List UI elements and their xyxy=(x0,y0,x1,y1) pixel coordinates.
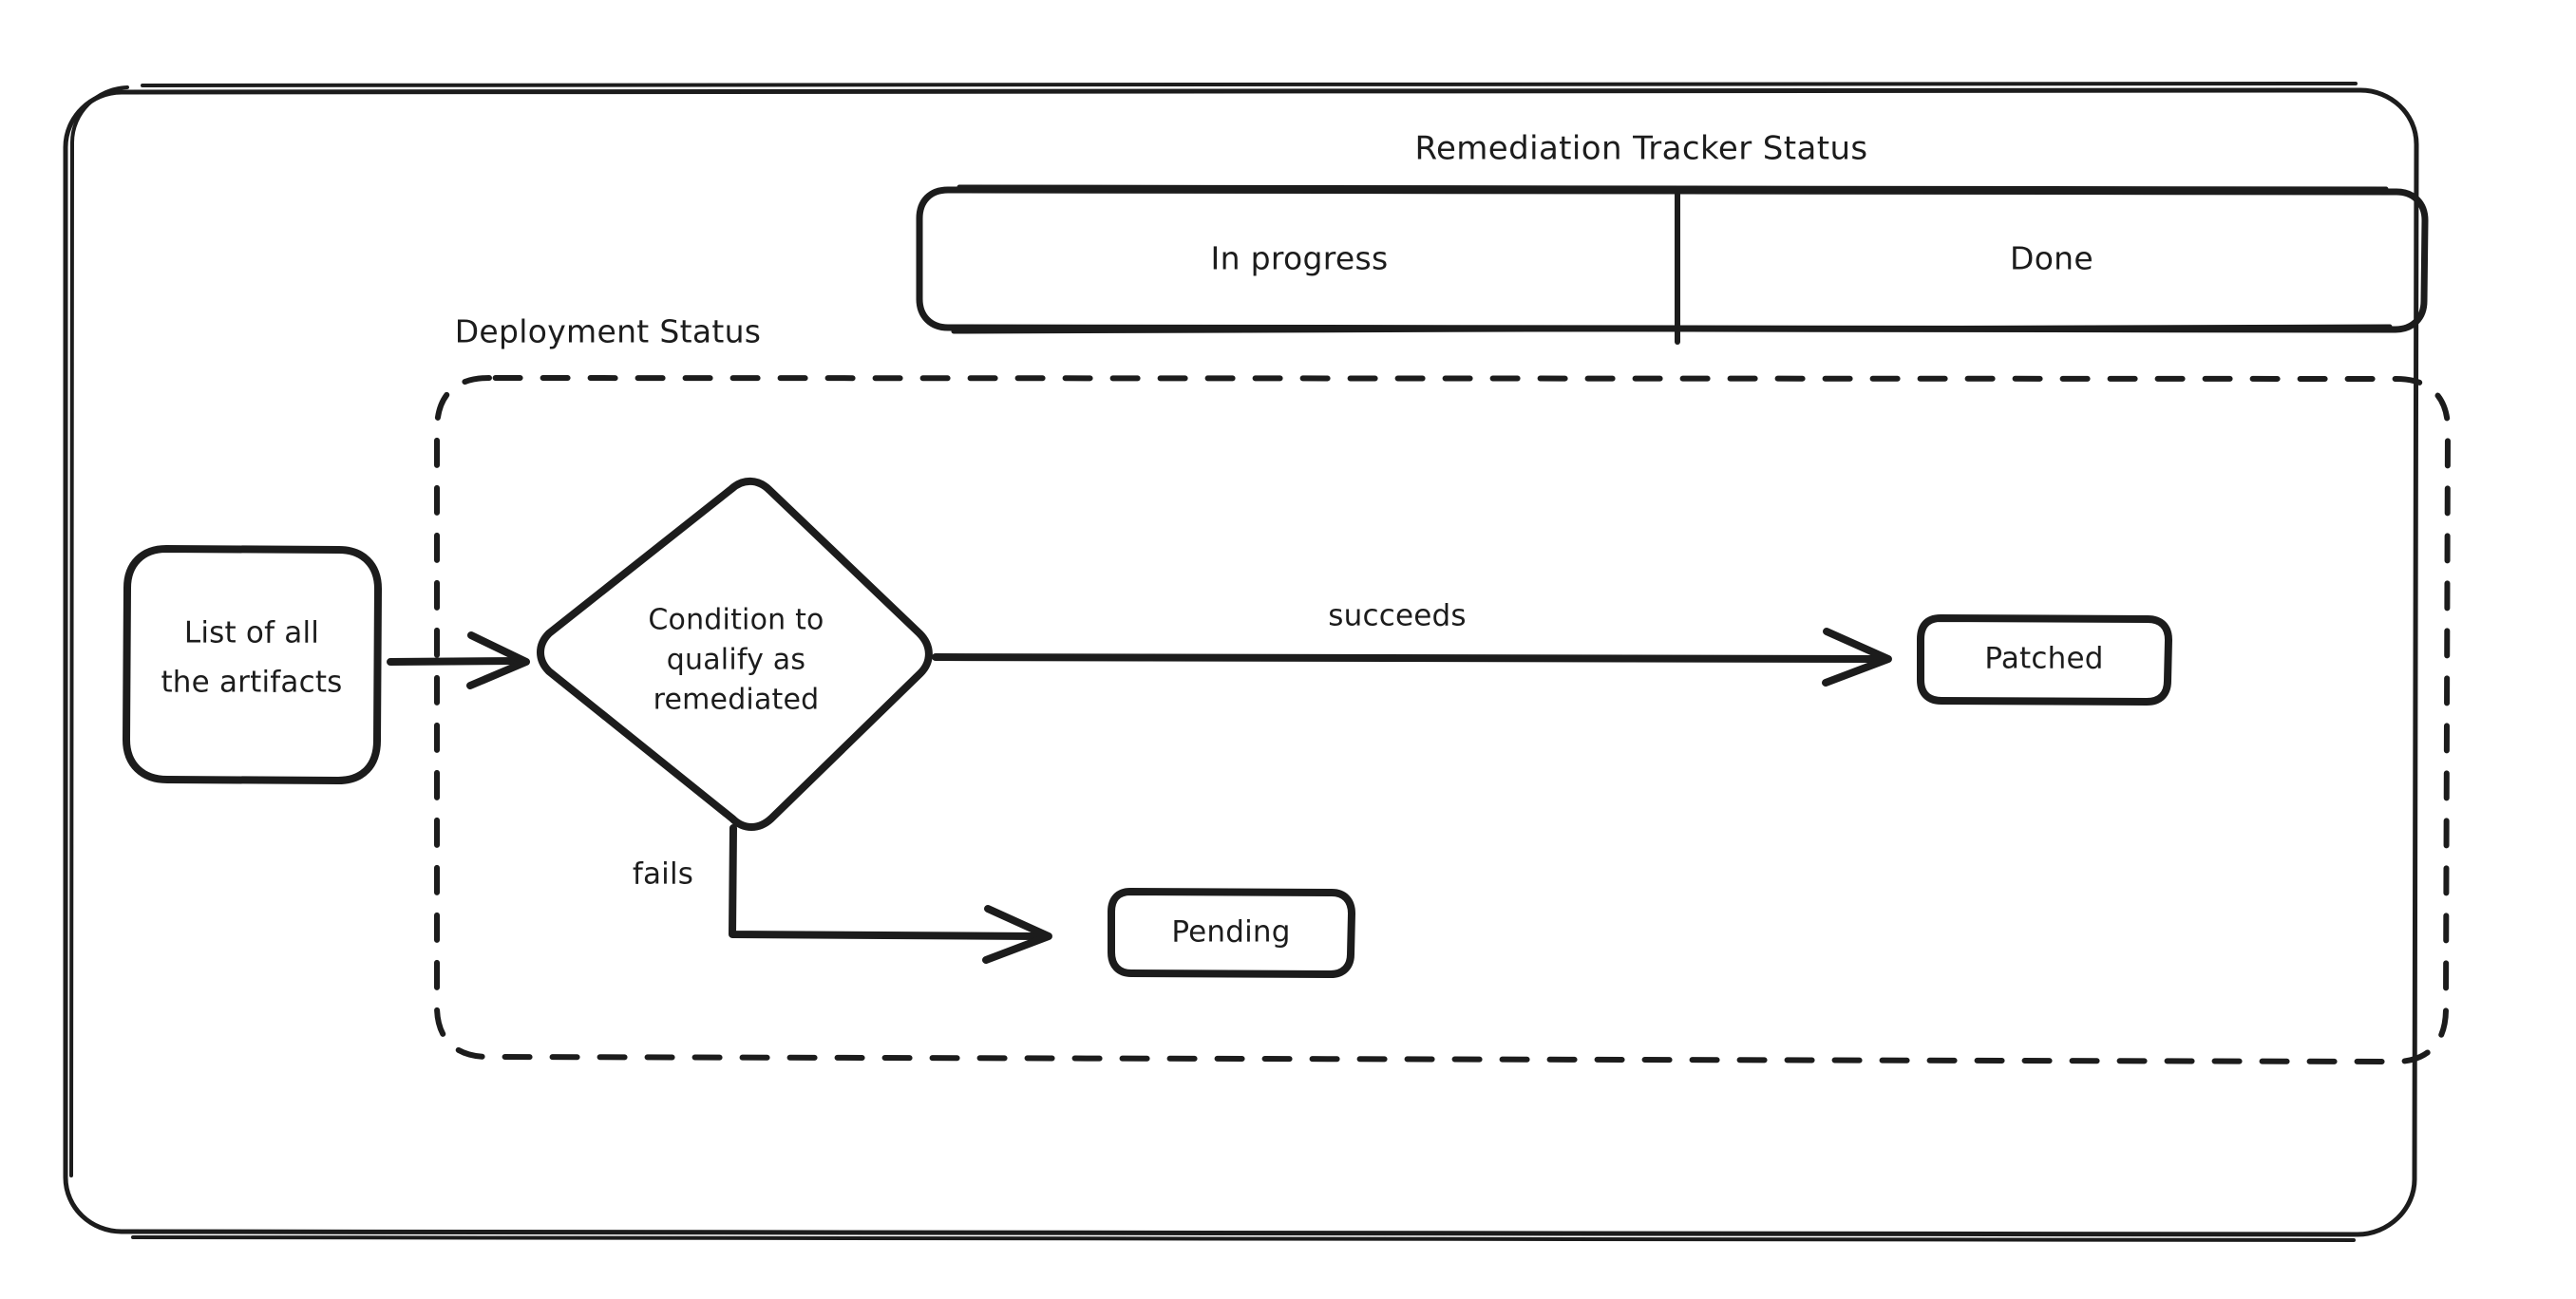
node-artifacts-label-line2: the artifacts xyxy=(161,666,342,700)
node-artifacts[interactable]: List of all the artifacts xyxy=(123,545,382,784)
node-pending-label: Pending xyxy=(1171,915,1290,950)
node-condition-label-line1: Condition to xyxy=(648,604,824,637)
node-condition-label-line3: remediated xyxy=(653,684,820,717)
node-pending[interactable]: Pending xyxy=(1108,888,1355,978)
tracker-title: Remediation Tracker Status xyxy=(1414,130,1867,168)
tracker-cell-done[interactable]: Done xyxy=(2010,240,2093,277)
deployment-status-group xyxy=(434,375,2451,1064)
node-artifacts-label-line1: List of all xyxy=(184,616,319,650)
node-patched-label: Patched xyxy=(1984,642,2103,676)
diagram-frame xyxy=(63,82,2419,1242)
node-condition-label-line2: qualify as xyxy=(667,644,805,677)
node-condition[interactable]: Condition to qualify as remediated xyxy=(537,477,933,831)
edge-condition-to-pending: fails xyxy=(633,824,1052,964)
deployment-status-label: Deployment Status xyxy=(455,313,762,350)
node-patched[interactable]: Patched xyxy=(1917,614,2172,706)
edge-artifacts-to-condition xyxy=(387,631,530,689)
edge-label-fails: fails xyxy=(633,857,693,892)
tracker-cell-in-progress[interactable]: In progress xyxy=(1211,240,1389,277)
edge-condition-to-patched: succeeds xyxy=(932,599,1892,687)
edge-label-succeeds: succeeds xyxy=(1328,599,1466,633)
tracker-status-table: In progress Done xyxy=(916,184,2429,345)
